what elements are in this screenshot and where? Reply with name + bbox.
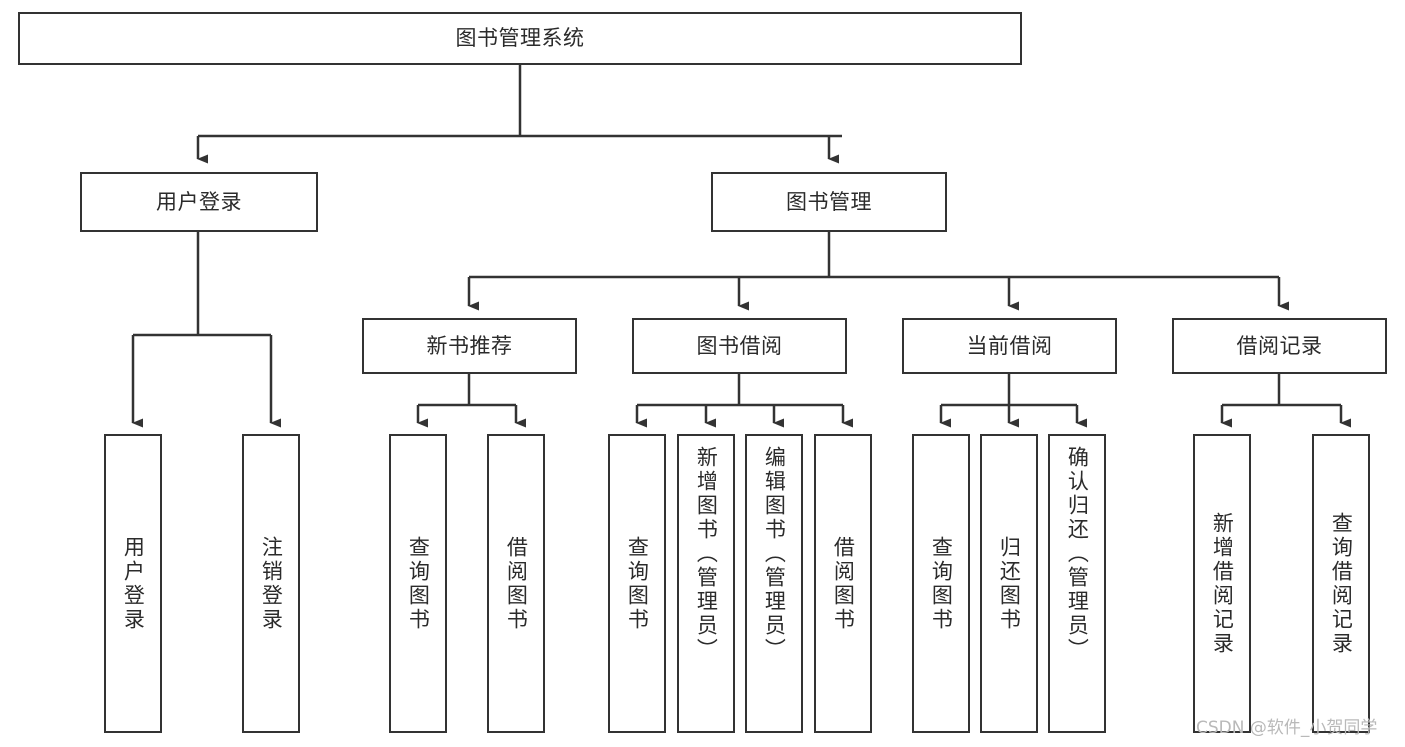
leaf-label: 新增借阅记录: [1210, 511, 1235, 656]
leaf-label: 注销登录: [259, 535, 284, 632]
leaf-edit-book-admin[interactable]: 编辑图书（管理员）: [745, 434, 803, 733]
leaf-label: 用户登录: [121, 535, 146, 632]
leaf-borrow-book-newbook[interactable]: 借阅图书: [487, 434, 545, 733]
leaf-label: 查询图书: [929, 535, 954, 632]
leaf-query-borrow-record[interactable]: 查询借阅记录: [1312, 434, 1370, 733]
leaf-label: 归还图书: [997, 535, 1022, 632]
leaf-label: 编辑图书（管理员）: [762, 446, 787, 662]
csdn-watermark: CSDN @软件_小贺同学: [1196, 718, 1378, 738]
node-current-borrowing[interactable]: 当前借阅: [902, 318, 1117, 374]
node-root-book-management-system[interactable]: 图书管理系统: [18, 12, 1022, 65]
node-label: 用户登录: [156, 189, 242, 214]
leaf-label: 查询借阅记录: [1329, 511, 1354, 656]
node-label: 图书借阅: [696, 333, 783, 358]
leaf-label: 借阅图书: [504, 535, 529, 632]
leaf-label: 查询图书: [406, 535, 431, 632]
leaf-add-book-admin[interactable]: 新增图书（管理员）: [677, 434, 735, 733]
node-label: 新书推荐: [426, 333, 513, 358]
leaf-query-book-borrow[interactable]: 查询图书: [608, 434, 666, 733]
leaf-logout[interactable]: 注销登录: [242, 434, 300, 733]
node-new-book-recommendation[interactable]: 新书推荐: [362, 318, 577, 374]
leaf-label: 查询图书: [625, 535, 650, 632]
leaf-label: 新增图书（管理员）: [694, 446, 719, 662]
leaf-query-book-current[interactable]: 查询图书: [912, 434, 970, 733]
node-label: 图书管理系统: [455, 26, 585, 51]
leaf-return-book[interactable]: 归还图书: [980, 434, 1038, 733]
node-label: 当前借阅: [966, 333, 1053, 358]
node-label: 借阅记录: [1236, 333, 1323, 358]
node-book-management[interactable]: 图书管理: [711, 172, 947, 232]
node-label: 图书管理: [786, 189, 872, 214]
node-user-login[interactable]: 用户登录: [80, 172, 318, 232]
leaf-user-login[interactable]: 用户登录: [104, 434, 162, 733]
leaf-borrow-book[interactable]: 借阅图书: [814, 434, 872, 733]
node-borrowing-records[interactable]: 借阅记录: [1172, 318, 1387, 374]
leaf-label: 借阅图书: [831, 535, 856, 632]
leaf-query-book-newbook[interactable]: 查询图书: [389, 434, 447, 733]
leaf-confirm-return-admin[interactable]: 确认归还（管理员）: [1048, 434, 1106, 733]
node-book-borrowing[interactable]: 图书借阅: [632, 318, 847, 374]
leaf-label: 确认归还（管理员）: [1065, 446, 1090, 662]
leaf-add-borrow-record[interactable]: 新增借阅记录: [1193, 434, 1251, 733]
